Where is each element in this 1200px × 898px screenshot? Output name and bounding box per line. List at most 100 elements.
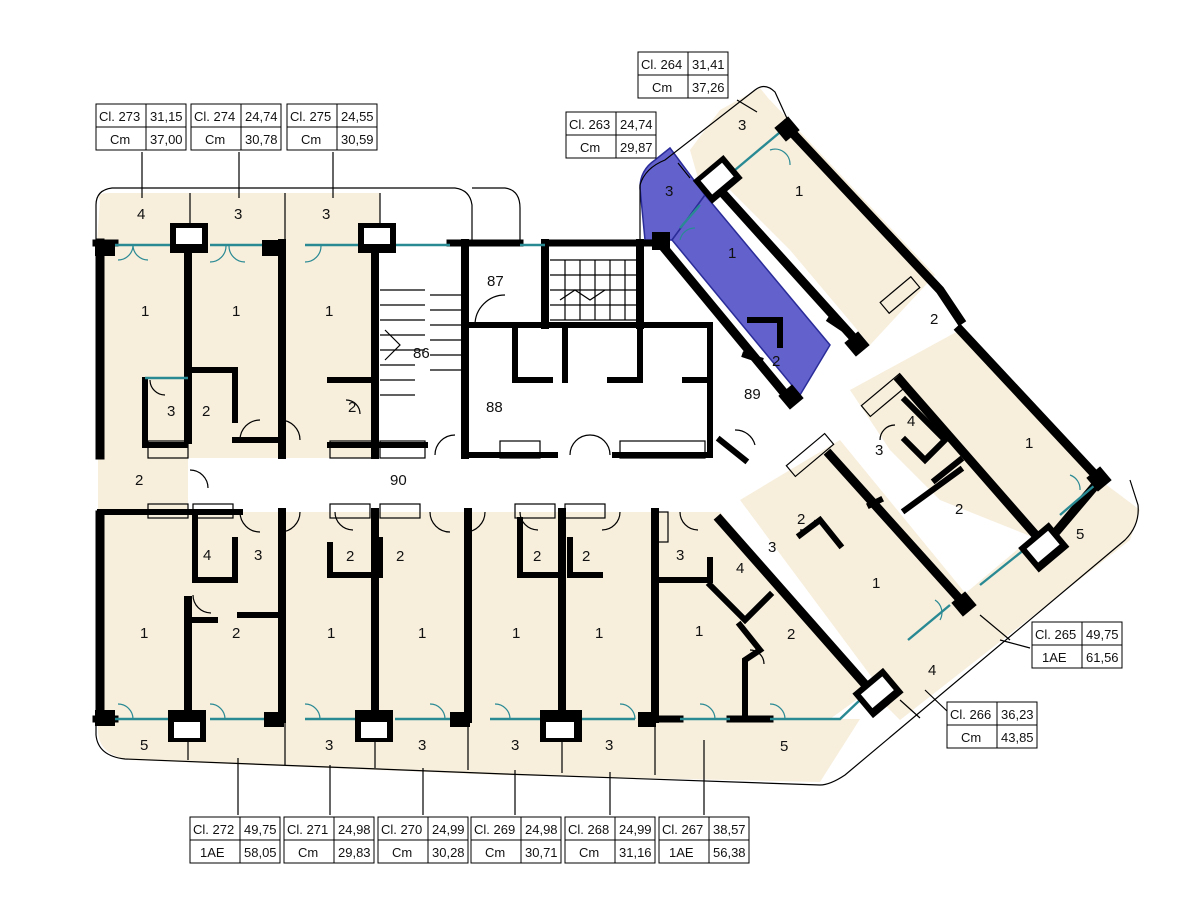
unit-area: 31,41 bbox=[692, 57, 725, 72]
doors bbox=[117, 148, 1081, 720]
unit-total: 43,85 bbox=[1001, 730, 1034, 745]
unit-type: Cm bbox=[298, 845, 318, 860]
room-label: 3 bbox=[768, 539, 776, 556]
room-label: 3 bbox=[325, 737, 333, 754]
room-label: 2 bbox=[346, 548, 354, 565]
room-label: 2 bbox=[202, 403, 210, 420]
unit-id: Cl. 271 bbox=[287, 822, 328, 837]
room-label: 2 bbox=[348, 399, 356, 416]
room-label: 3 bbox=[167, 403, 175, 420]
room-label: 1 bbox=[512, 625, 520, 642]
tag-leaders bbox=[141, 99, 1031, 815]
unit-area: 24,98 bbox=[525, 822, 558, 837]
stair-86-label: 86 bbox=[413, 345, 430, 362]
unit-area: 24,98 bbox=[338, 822, 371, 837]
unit-total: 30,71 bbox=[525, 845, 558, 860]
room-label: 1 bbox=[872, 575, 880, 592]
room-label: 2 bbox=[232, 625, 240, 642]
room-label: 1 bbox=[325, 303, 333, 320]
corridor-90-label: 90 bbox=[390, 472, 407, 489]
unit-type: Cm bbox=[652, 80, 672, 95]
room-label: 1 bbox=[140, 625, 148, 642]
unit-type: Cm bbox=[961, 730, 981, 745]
room-label: 1 bbox=[327, 625, 335, 642]
columns bbox=[95, 116, 1112, 742]
unit-area: 24,55 bbox=[341, 109, 374, 124]
room-label: 3 bbox=[738, 117, 746, 134]
unit-id: Cl. 274 bbox=[194, 109, 235, 124]
unit-total: 29,87 bbox=[620, 140, 653, 155]
room-label: 4 bbox=[928, 662, 936, 679]
room-label: 5 bbox=[1076, 526, 1084, 543]
unit-type: Cm bbox=[301, 132, 321, 147]
unit-area: 49,75 bbox=[1086, 627, 1119, 642]
unit-type: 1AE bbox=[669, 845, 694, 860]
room-label: 3 bbox=[875, 442, 883, 459]
room-88-label: 88 bbox=[486, 399, 503, 416]
unit-type: 1AE bbox=[1042, 650, 1067, 665]
room-label: 2 bbox=[135, 472, 143, 489]
outer-outline bbox=[95, 85, 1139, 786]
room-label: 2 bbox=[582, 548, 590, 565]
unit-id: Cl. 270 bbox=[381, 822, 422, 837]
room-label: 2 bbox=[797, 511, 805, 528]
room-89-label: 89 bbox=[744, 386, 761, 403]
shafts bbox=[147, 275, 921, 543]
unit-id: Cl. 264 bbox=[641, 57, 682, 72]
unit-id: Cl. 267 bbox=[662, 822, 703, 837]
unit-area: 24,99 bbox=[432, 822, 465, 837]
unit-id: Cl. 273 bbox=[99, 109, 140, 124]
unit-id: Cl. 275 bbox=[290, 109, 331, 124]
unit-id: Cl. 272 bbox=[193, 822, 234, 837]
room-label: 2 bbox=[396, 548, 404, 565]
unit-area: 24,74 bbox=[620, 117, 653, 132]
room-label: 3 bbox=[418, 737, 426, 754]
unit-id: Cl. 269 bbox=[474, 822, 515, 837]
room-label: 2 bbox=[955, 501, 963, 518]
unit-type: Cm bbox=[205, 132, 225, 147]
unit-id: Cl. 263 bbox=[569, 117, 610, 132]
unit-total: 29,83 bbox=[338, 845, 371, 860]
glazing bbox=[115, 127, 1096, 721]
unit-area: 24,99 bbox=[619, 822, 652, 837]
unit-type: Cm bbox=[110, 132, 130, 147]
unit-area: 38,57 bbox=[713, 822, 746, 837]
room-label: 4 bbox=[736, 560, 744, 577]
room-label: 1 bbox=[695, 623, 703, 640]
room-label: 1 bbox=[595, 625, 603, 642]
room-fills bbox=[97, 88, 1140, 782]
unit-total: 37,00 bbox=[150, 132, 183, 147]
unit-type: Cm bbox=[579, 845, 599, 860]
unit-total: 30,78 bbox=[245, 132, 278, 147]
room-label: 5 bbox=[780, 738, 788, 755]
unit-total: 61,56 bbox=[1086, 650, 1119, 665]
unit-type: Cm bbox=[580, 140, 600, 155]
unit-total: 56,38 bbox=[713, 845, 746, 860]
room-label: 2 bbox=[930, 311, 938, 328]
lobby-87-label: 87 bbox=[487, 273, 504, 290]
room-label: 2 bbox=[772, 353, 780, 370]
room-label: 1 bbox=[728, 245, 736, 262]
room-label: 1 bbox=[1025, 435, 1033, 452]
unit-area: 24,74 bbox=[245, 109, 278, 124]
unit-type: Cm bbox=[392, 845, 412, 860]
unit-total: 37,26 bbox=[692, 80, 725, 95]
unit-area: 31,15 bbox=[150, 109, 183, 124]
unit-total: 58,05 bbox=[244, 845, 277, 860]
unit-area: 36,23 bbox=[1001, 707, 1034, 722]
room-label: 4 bbox=[137, 206, 145, 223]
room-label: 1 bbox=[418, 625, 426, 642]
unit-type: Cm bbox=[485, 845, 505, 860]
room-label: 4 bbox=[907, 413, 915, 430]
